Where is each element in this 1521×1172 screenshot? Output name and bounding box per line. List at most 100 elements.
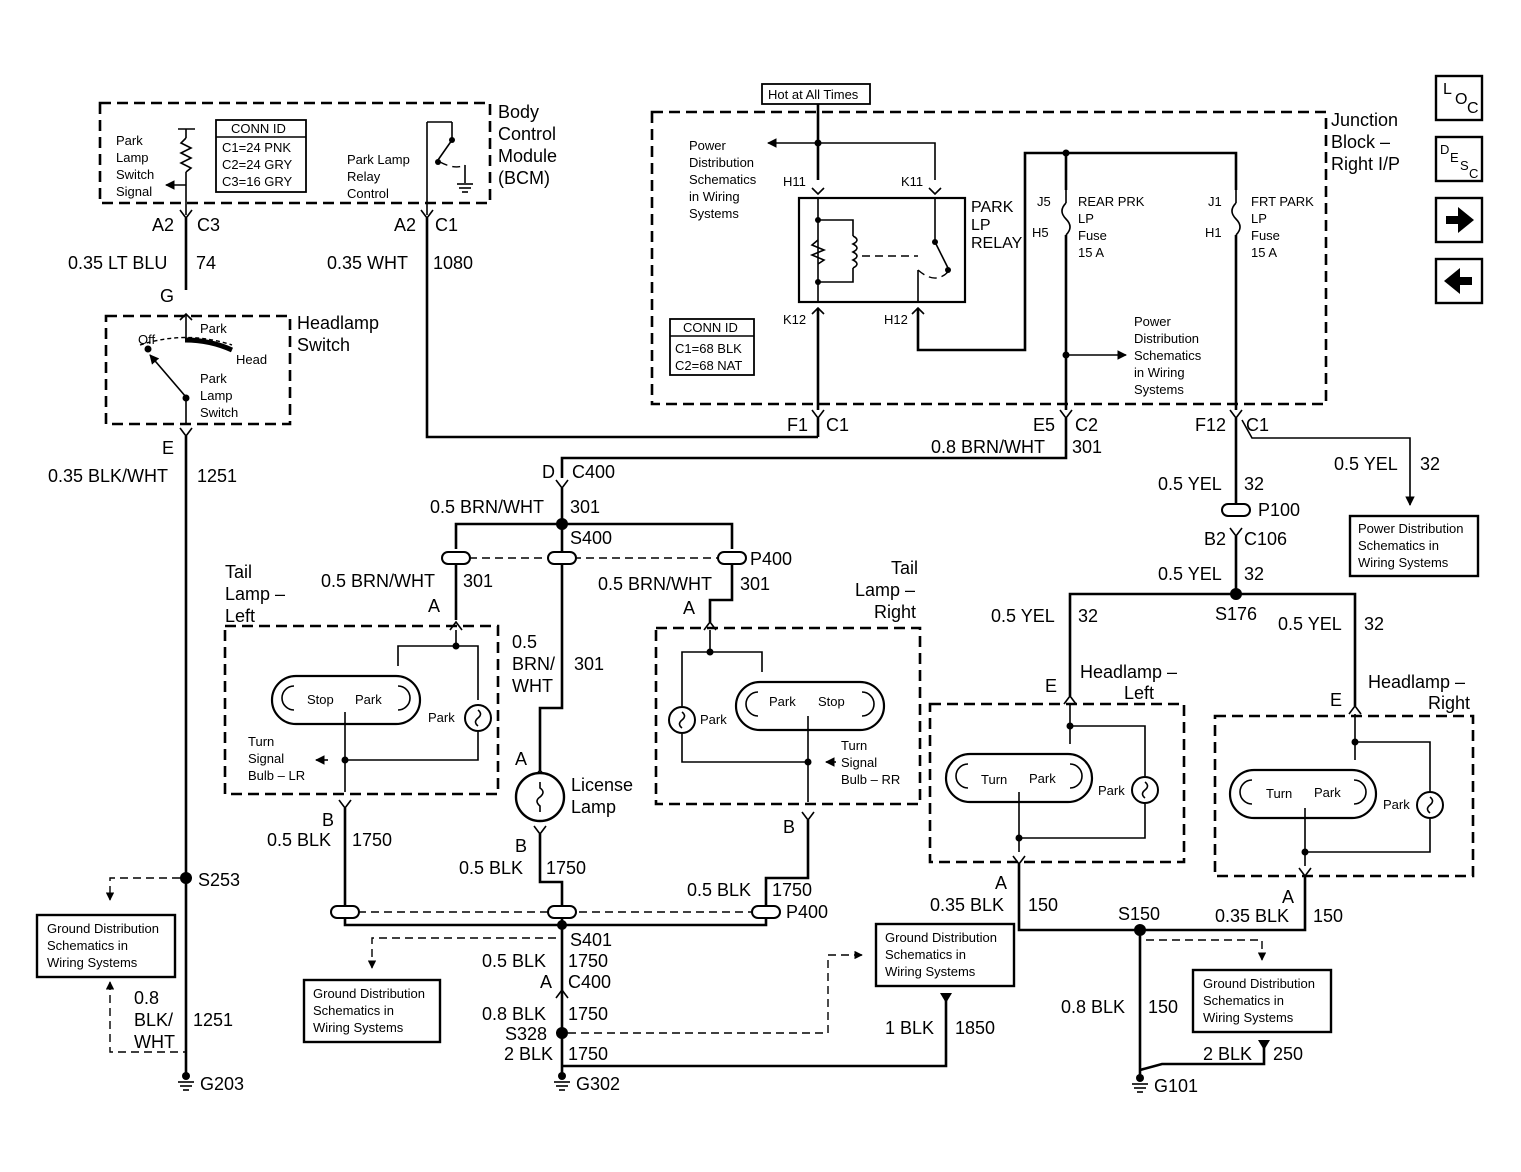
- junction-pd-4: in Wiring: [689, 189, 740, 204]
- tail-left-stop: Stop: [307, 692, 334, 707]
- splice-s176: S176: [1215, 604, 1257, 624]
- pin-e-headlamp-left: E: [1045, 676, 1057, 696]
- fuse-icon: [1061, 190, 1071, 410]
- ground-distribution-ref-4[interactable]: Ground Distribution Schematics in Wiring…: [1191, 968, 1333, 1034]
- wire-wht-1080: [425, 218, 818, 439]
- prev-page-button[interactable]: [1434, 257, 1484, 305]
- bcm-relay-label-1: Park Lamp: [347, 152, 410, 167]
- pin-a2-left: A2: [152, 215, 174, 235]
- connector-icon: [330, 905, 781, 919]
- headlamp-switch-title-2: Switch: [297, 335, 350, 355]
- ground-distribution-ref-2[interactable]: Ground Distribution Schematics in Wiring…: [302, 978, 442, 1044]
- bcm-signal-label-2: Lamp: [116, 150, 149, 165]
- wire-label-brn-wht-08: 0.8 BRN/WHT: [931, 437, 1045, 457]
- circuit-150-r: 150: [1313, 906, 1343, 926]
- ground-g302-icon: [554, 1072, 570, 1091]
- connector-c1-f12: C1: [1246, 415, 1269, 435]
- headlamp-switch-title-1: Headlamp: [297, 313, 379, 333]
- pin-e5: E5: [1033, 415, 1055, 435]
- bcm-signal-label-4: Signal: [116, 184, 152, 199]
- junction-pd-1: Power: [689, 138, 727, 153]
- tail-left-title-3: Left: [225, 606, 255, 626]
- pin-h1: H1: [1205, 225, 1222, 240]
- wire-label-yel-hr: 0.5 YEL: [1278, 614, 1342, 634]
- arrow-right-icon: [1446, 207, 1474, 233]
- power-distribution-ref[interactable]: Power Distribution Schematics in Wiring …: [1348, 514, 1480, 578]
- desc-letter-e: E: [1450, 150, 1459, 165]
- wire-label-blk-s401: 0.5 BLK: [482, 951, 546, 971]
- next-page-button[interactable]: [1434, 196, 1484, 244]
- wire-label-brn-wht-tl: 0.5 BRN/WHT: [321, 571, 435, 591]
- bcm-relay-label-2: Relay: [347, 169, 381, 184]
- gd2-line-1: Ground Distribution: [313, 986, 425, 1001]
- circuit-250: 250: [1273, 1044, 1303, 1064]
- wire-label-blk-08-g101: 0.8 BLK: [1061, 997, 1125, 1017]
- circuit-1750-tl: 1750: [352, 830, 392, 850]
- pin-h12: H12: [884, 312, 908, 327]
- connector-c106: C106: [1244, 529, 1287, 549]
- pin-e-headlamp-right: E: [1330, 690, 1342, 710]
- bcm-title-3: Module: [498, 146, 557, 166]
- fuse-front-1: FRT PARK: [1251, 194, 1314, 209]
- tail-right-title-1: Tail: [891, 558, 918, 578]
- headlamp-left-park-2: Park: [1098, 783, 1125, 798]
- splice-s150: S150: [1118, 904, 1160, 924]
- pin-j1: J1: [1208, 194, 1222, 209]
- junction-title-1: Junction: [1331, 110, 1398, 130]
- wire-label-blk-tl: 0.5 BLK: [267, 830, 331, 850]
- wire-label-blk-lic: 0.5 BLK: [459, 858, 523, 878]
- circuit-1080: 1080: [433, 253, 473, 273]
- tail-lamp-left: Stop Park Park Turn Signal Bulb – LR: [223, 624, 500, 796]
- wire-brn-wht-301: [560, 418, 1068, 478]
- ground-distribution-ref-3[interactable]: Ground Distribution Schematics in Wiring…: [874, 922, 1016, 988]
- gd2-line-2: Schematics in: [313, 1003, 394, 1018]
- headlamp-left: Turn Park Park: [928, 702, 1186, 864]
- bcm-relay-label-3: Control: [347, 186, 389, 201]
- junction-title-2: Block –: [1331, 132, 1390, 152]
- gd1-line-1: Ground Distribution: [47, 921, 159, 936]
- pin-h5: H5: [1032, 225, 1049, 240]
- pin-b-tail-left: B: [322, 810, 334, 830]
- switch-off-label: Off: [138, 332, 155, 347]
- switch-park-label: Park: [200, 321, 227, 336]
- pin-f1: F1: [787, 415, 808, 435]
- gd3-line-3: Wiring Systems: [885, 964, 976, 979]
- desc-button[interactable]: D E S C: [1434, 135, 1484, 183]
- relay-label-3: RELAY: [971, 235, 1023, 252]
- desc-letter-d: D: [1440, 142, 1449, 157]
- headlamp-right-title-1: Headlamp –: [1368, 672, 1465, 692]
- hot-label-text: Hot at All Times: [768, 87, 859, 102]
- ground-distribution-ref-1[interactable]: Ground Distribution Schematics in Wiring…: [35, 913, 177, 979]
- wire-label-lic-3: WHT: [512, 676, 553, 696]
- wire-label-brn-wht-05: 0.5 BRN/WHT: [430, 497, 544, 517]
- junction-pd-5: Systems: [689, 206, 739, 221]
- connector-c1-bcm: C1: [435, 215, 458, 235]
- splice-s401-dot: [557, 920, 567, 930]
- headlamp-switch: Headlamp Switch Off Park Head Park Lamp …: [104, 313, 379, 426]
- loc-button[interactable]: L O C: [1434, 74, 1484, 122]
- wire-label-yel-top: 0.5 YEL: [1334, 454, 1398, 474]
- gd2-line-3: Wiring Systems: [313, 1020, 404, 1035]
- junction-pd2-1: Power: [1134, 314, 1172, 329]
- headlamp-left-turn: Turn: [981, 772, 1007, 787]
- wire-label-lic-2: BRN/: [512, 654, 555, 674]
- junction-pd-2: Distribution: [689, 155, 754, 170]
- wire-label-blk-wht-08-1: 0.8: [134, 988, 159, 1008]
- tail-left-turn-3: Bulb – LR: [248, 768, 305, 783]
- circuit-32-s176: 32: [1244, 564, 1264, 584]
- tail-left-park-2: Park: [428, 710, 455, 725]
- circuit-32-hr: 32: [1364, 614, 1384, 634]
- bcm-signal-label-3: Switch: [116, 167, 154, 182]
- switch-head-label: Head: [236, 352, 267, 367]
- bcm-title-2: Control: [498, 124, 556, 144]
- circuit-150-g101: 150: [1148, 997, 1178, 1017]
- pin-a-tail-left: A: [428, 596, 440, 616]
- gd4-line-1: Ground Distribution: [1203, 976, 1315, 991]
- tail-right-park: Park: [769, 694, 796, 709]
- wire-label-blk-035-r: 0.35 BLK: [1215, 906, 1289, 926]
- headlamp-left-park: Park: [1029, 771, 1056, 786]
- license-title-2: Lamp: [571, 797, 616, 817]
- pd-ref-line-2: Schematics in: [1358, 538, 1439, 553]
- pin-k12: K12: [783, 312, 806, 327]
- junction-block: Junction Block – Right I/P Power Distrib…: [650, 110, 1400, 410]
